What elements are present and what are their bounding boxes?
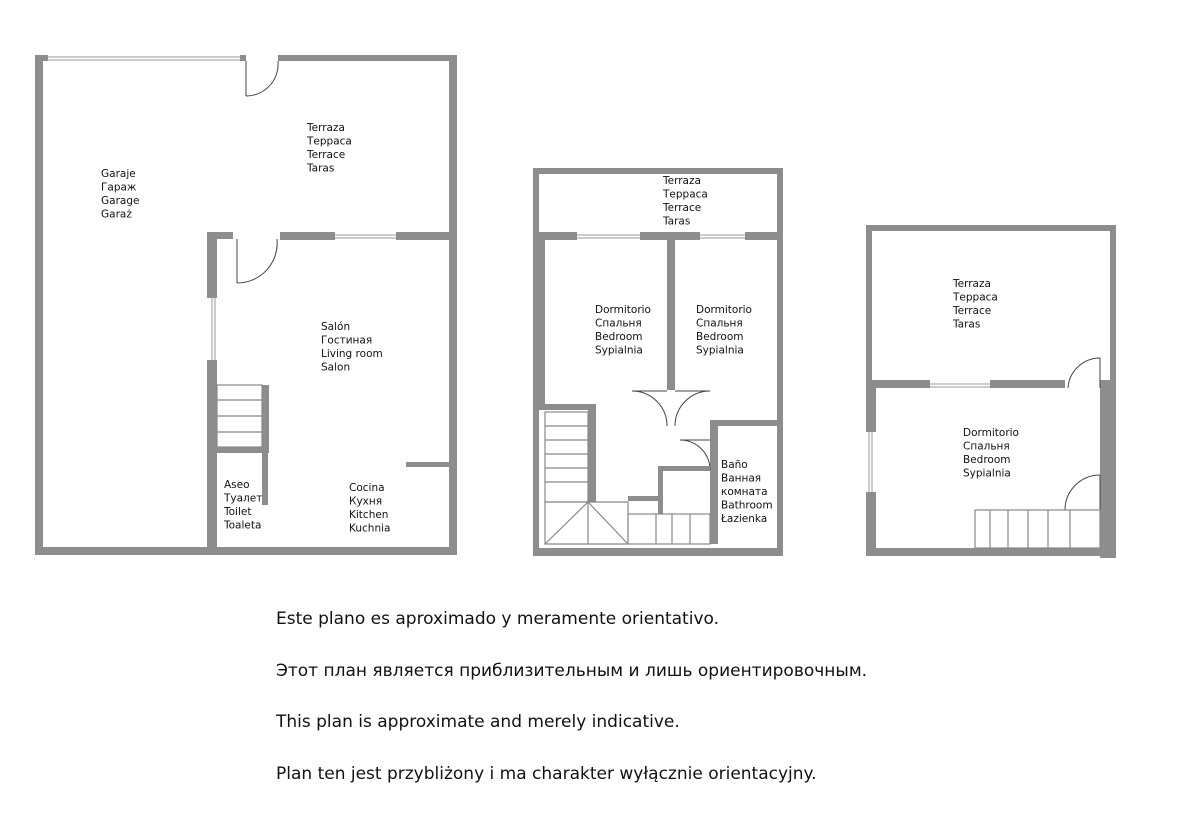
label-line: Garaż <box>101 209 132 221</box>
label-line: Dormitorio <box>595 304 651 316</box>
label-line: Bathroom <box>721 500 773 512</box>
label-line: Dormitorio <box>963 427 1019 439</box>
label-line: Terrace <box>306 149 345 161</box>
label-line: Garaje <box>101 168 136 180</box>
label-line: Terraza <box>662 175 701 187</box>
label-line: Salon <box>321 362 350 374</box>
room-bathroom: Baño Ванная комната Bathroom Łazienka <box>720 459 773 525</box>
ground-floor <box>35 55 457 555</box>
label-line: Dormitorio <box>696 304 752 316</box>
label-line: Спальня <box>963 441 1010 453</box>
disclaimer-en: This plan is approximate and merely indi… <box>276 712 680 732</box>
first-floor <box>533 168 783 556</box>
label-line: Aseo <box>224 479 250 491</box>
room-terrace-first: Terraza Терраса Terrace Taras <box>662 175 708 228</box>
label-line: Кухня <box>349 496 382 508</box>
label-line: Спальня <box>696 318 743 330</box>
label-line: Sypialnia <box>595 345 643 357</box>
label-line: Terrace <box>952 305 991 317</box>
label-line: Bedroom <box>696 331 744 343</box>
room-bedroom-left: Dormitorio Спальня Bedroom Sypialnia <box>595 304 651 357</box>
label-line: Taras <box>662 216 690 228</box>
disclaimer-pl: Plan ten jest przybliżony i ma charakter… <box>276 763 817 784</box>
label-line: Terraza <box>306 122 345 134</box>
label-line: Baño <box>721 459 748 471</box>
disclaimer-notes: Este plano es aproximado y meramente ori… <box>276 608 867 814</box>
label-line: Туалет <box>223 493 262 505</box>
label-line: Терраса <box>306 136 352 148</box>
room-terrace-ground: Terraza Терраса Terrace Taras <box>306 122 352 175</box>
label-line: Терраса <box>662 189 708 201</box>
top-floor <box>866 225 1116 558</box>
disclaimer-ru: Этот план является приблизительным и лиш… <box>276 660 868 681</box>
room-bedroom-right: Dormitorio Спальня Bedroom Sypialnia <box>696 304 752 357</box>
label-line: Ванная <box>721 473 761 485</box>
label-line: Terrace <box>662 202 701 214</box>
label-line: Toilet <box>223 506 251 518</box>
label-line: Terraza <box>952 278 991 290</box>
room-toilet: Aseo Туалет Toilet Toaleta <box>223 479 262 532</box>
label-line: Taras <box>306 163 334 175</box>
label-line: Cocina <box>349 482 385 494</box>
label-line: Bedroom <box>963 454 1011 466</box>
label-line: Salón <box>321 321 350 333</box>
label-line: Kitchen <box>349 509 388 521</box>
label-line: Łazienka <box>720 513 767 525</box>
label-line: комната <box>721 486 768 498</box>
label-line: Терраса <box>952 292 998 304</box>
room-living: Salón Гостиная Living room Salon <box>321 321 383 374</box>
room-bedroom-top: Dormitorio Спальня Bedroom Sypialnia <box>963 427 1019 480</box>
label-line: Гараж <box>101 182 137 194</box>
floor-plan: Garaje Гараж Garage Garaż Terraza Террас… <box>35 55 1116 558</box>
label-line: Kuchnia <box>349 523 390 535</box>
label-line: Sypialnia <box>963 468 1011 480</box>
label-line: Garage <box>101 195 139 207</box>
label-line: Sypialnia <box>696 345 744 357</box>
label-line: Спальня <box>595 318 642 330</box>
room-terrace-top: Terraza Терраса Terrace Taras <box>952 278 998 331</box>
label-line: Гостиная <box>321 335 372 347</box>
label-line: Bedroom <box>595 331 643 343</box>
label-line: Taras <box>952 319 980 331</box>
room-garage: Garaje Гараж Garage Garaż <box>101 168 139 221</box>
room-kitchen: Cocina Кухня Kitchen Kuchnia <box>349 482 390 535</box>
disclaimer-es: Este plano es aproximado y meramente ori… <box>276 609 720 629</box>
label-line: Living room <box>321 348 383 360</box>
label-line: Toaleta <box>223 520 261 532</box>
